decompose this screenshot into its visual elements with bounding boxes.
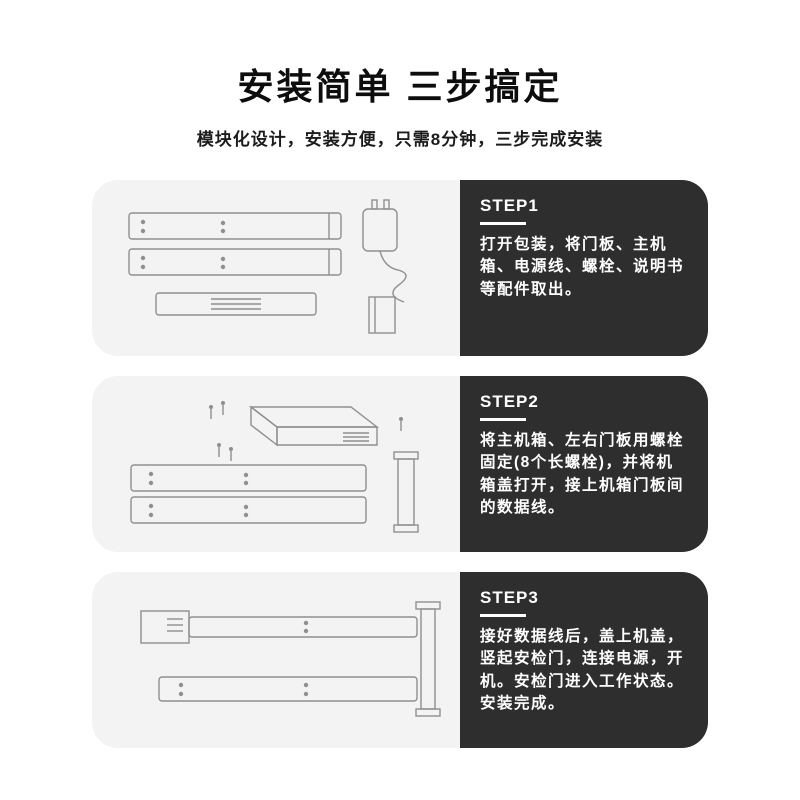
side-post-icon xyxy=(415,601,441,717)
user-manual-icon xyxy=(368,296,396,334)
step2-text-panel: STEP2 将主机箱、左右门板用螺栓固定(8个长螺栓)，并将机箱盖打开，接上机箱… xyxy=(460,376,708,552)
main-unit-icon xyxy=(155,292,317,316)
screw-icon xyxy=(209,401,225,419)
door-panel-icon xyxy=(128,212,342,240)
step-card-1: STEP1 打开包装，将门板、主机箱、电源线、螺栓、说明书等配件取出。 xyxy=(92,180,708,356)
step2-label: STEP2 xyxy=(480,392,539,411)
step1-underline xyxy=(480,222,526,225)
step3-underline xyxy=(480,614,526,617)
door-panel-icon xyxy=(128,248,342,276)
step3-assembled-gate-illustration xyxy=(140,601,441,717)
step-card-3: STEP3 接好数据线后，盖上机盖，竖起安检门，连接电源，开机。安检门进入工作状… xyxy=(92,572,708,748)
door-panel-icon xyxy=(188,616,418,638)
power-adapter-icon xyxy=(362,199,407,303)
step2-underline xyxy=(480,418,526,421)
step1-label: STEP1 xyxy=(480,196,539,215)
step1-illustration-panel xyxy=(92,180,460,356)
step3-label: STEP3 xyxy=(480,588,539,607)
step2-description: 将主机箱、左右门板用螺栓固定(8个长螺栓)，并将机箱盖打开，接上机箱门板间的数据… xyxy=(480,432,685,517)
step1-unpacked-parts-illustration xyxy=(128,199,407,334)
step3-description: 接好数据线后，盖上机盖，竖起安检门，连接电源，开机。安检门进入工作状态。安装完成… xyxy=(480,628,685,713)
door-panel-icon xyxy=(130,496,367,524)
step3-text-panel: STEP3 接好数据线后，盖上机盖，竖起安检门，连接电源，开机。安检门进入工作状… xyxy=(460,572,708,748)
step-card-2: STEP2 将主机箱、左右门板用螺栓固定(8个长螺栓)，并将机箱盖打开，接上机箱… xyxy=(92,376,708,552)
page-title: 安装简单 三步搞定 xyxy=(237,66,563,107)
main-unit-icon xyxy=(140,610,190,644)
step3-illustration-panel xyxy=(92,572,460,748)
screw-icon xyxy=(399,417,403,431)
step1-description: 打开包装，将门板、主机箱、电源线、螺栓、说明书等配件取出。 xyxy=(480,236,685,298)
step2-assembly-illustration xyxy=(130,401,419,533)
step1-text-panel: STEP1 打开包装，将门板、主机箱、电源线、螺栓、说明书等配件取出。 xyxy=(460,180,708,356)
door-panel-icon xyxy=(158,676,418,702)
page-subtitle: 模块化设计，安装方便，只需8分钟，三步完成安装 xyxy=(196,130,604,149)
door-panel-icon xyxy=(130,464,367,492)
side-post-icon xyxy=(393,451,419,533)
screw-icon xyxy=(217,443,233,461)
main-unit-icon xyxy=(248,405,380,447)
step-cards: STEP1 打开包装，将门板、主机箱、电源线、螺栓、说明书等配件取出。 xyxy=(92,180,708,748)
step2-illustration-panel xyxy=(92,376,460,552)
